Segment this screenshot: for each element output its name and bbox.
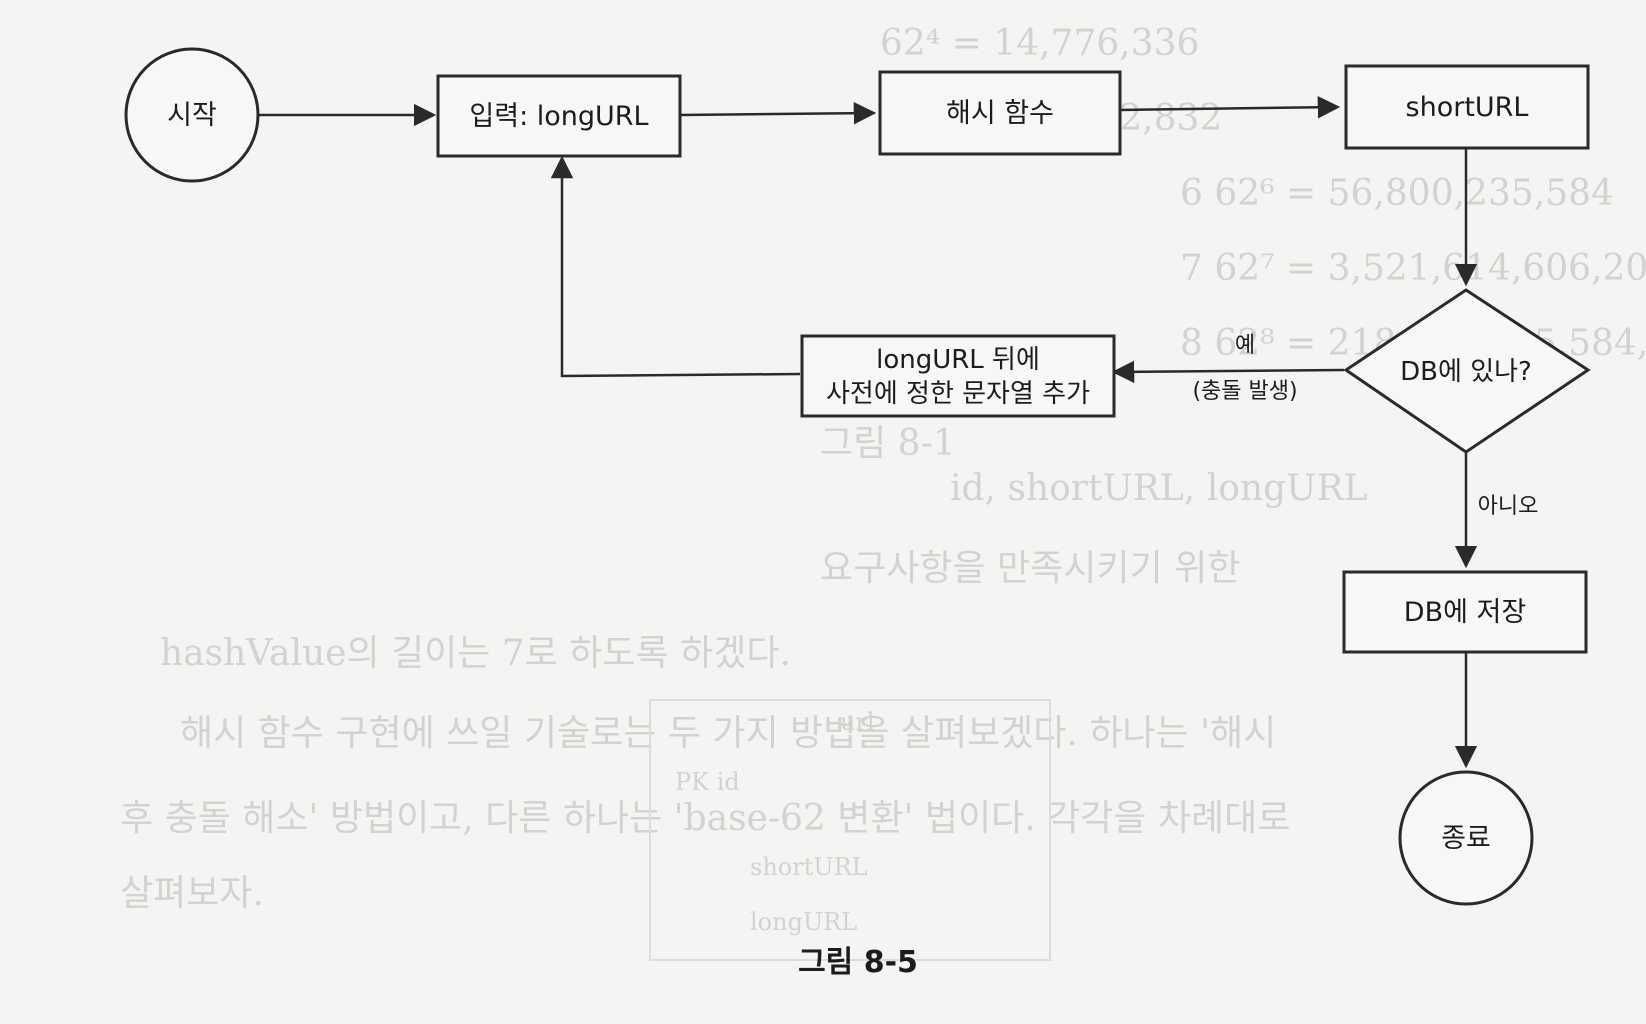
append-label-line-1: longURL 뒤에 — [876, 345, 1040, 375]
short-label: shortURL — [1406, 92, 1529, 123]
hash-box — [878, 70, 1122, 156]
decision-diamond — [1343, 288, 1591, 454]
ghost-table-pk: PK id — [675, 768, 740, 796]
start-circle — [124, 47, 260, 183]
node-short: shortURL — [1344, 64, 1590, 150]
end-label: 종료 — [1441, 823, 1491, 854]
ghost-table-title: url — [840, 708, 875, 736]
ghost-line-4: 7 62⁷ = 3,521,614,606,208 = ~3.5조(trilli… — [1180, 248, 1646, 289]
save-box — [1342, 570, 1588, 654]
save-label: DB에 저장 — [1404, 597, 1526, 628]
edge-label-yes: 예 — [1235, 333, 1255, 358]
edge-label-no: 아니오 — [1478, 494, 1539, 519]
edge-append-to-input — [550, 155, 801, 378]
edge-label-collision: (충돌 발생) — [1192, 379, 1297, 404]
ghost-line-10: 해시 함수 구현에 쓰일 기술로는 두 가지 방법을 살펴보겠다. 하나는 '해… — [180, 713, 1276, 754]
start-label: 시작 — [167, 100, 217, 131]
ghost-table-field-1: shortURL — [750, 853, 868, 881]
append-box — [800, 334, 1116, 418]
edge-decision-to-append — [1111, 360, 1345, 384]
figure-caption: 그림 8-5 — [798, 945, 918, 980]
ghost-line-9: hashValue의 길이는 7로 하도록 하겠다. — [160, 633, 791, 674]
node-start: 시작 — [124, 47, 260, 183]
node-decision: DB에 있나? — [1343, 288, 1591, 454]
node-hash: 해시 함수 — [878, 70, 1122, 156]
input-label: 입력: longURL — [469, 101, 648, 132]
ghost-table-box — [649, 699, 1051, 961]
ghost-line-8: 요구사항을 만족시키기 위한 — [820, 548, 1240, 589]
ghost-line-7: id, shortURL, longURL — [950, 468, 1368, 509]
append-label-line-2: 사전에 정한 문자열 추가 — [826, 379, 1090, 409]
ghost-line-1: 62⁴ = 14,776,336 — [880, 23, 1199, 64]
decision-label: DB에 있나? — [1400, 357, 1532, 387]
edge-input-to-hash — [679, 101, 877, 125]
ghost-table-field-2: longURL — [750, 908, 857, 936]
end-circle — [1398, 770, 1534, 906]
input-box — [436, 74, 682, 158]
edge-hash-to-short — [1119, 96, 1341, 119]
ghost-line-11: 후 충돌 해소' 방법이고, 다른 하나는 'base-62 변환' 법이다. … — [120, 798, 1290, 839]
edges — [258, 96, 1478, 769]
node-append: longURL 뒤에 사전에 정한 문자열 추가 — [800, 334, 1116, 418]
node-save: DB에 저장 — [1342, 570, 1588, 654]
ghost-line-6: 그림 8-1 — [820, 423, 956, 464]
short-box — [1344, 64, 1590, 150]
ghost-line-12: 살펴보자. — [120, 873, 264, 914]
node-end: 종료 — [1398, 770, 1534, 906]
hash-label: 해시 함수 — [946, 98, 1054, 129]
ghost-line-3: 6 62⁶ = 56,800,235,584 — [1180, 173, 1614, 214]
node-input: 입력: longURL — [436, 74, 682, 158]
